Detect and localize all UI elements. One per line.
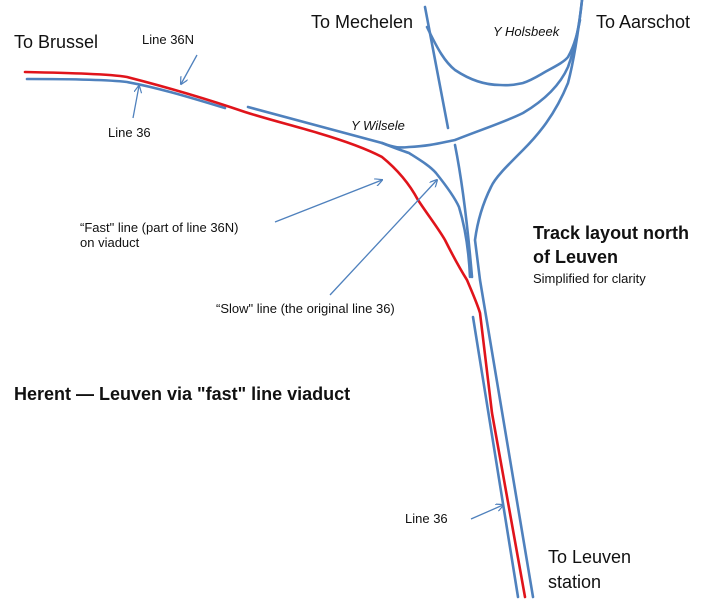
fast-line-text-2: on viaduct xyxy=(80,234,140,250)
line36-west-track xyxy=(25,77,227,110)
slow-line-track xyxy=(380,141,472,279)
label-fast-line: “Fast" line (part of line 36N) on viaduc… xyxy=(80,220,239,251)
line36n-arrow-icon xyxy=(181,54,198,84)
label-slow-line: “Slow" line (the original line 36) xyxy=(216,301,395,316)
label-to-aarschot: To Aarschot xyxy=(596,12,691,32)
label-to-brussel: To Brussel xyxy=(14,32,99,52)
info-heading-line2: of Leuven xyxy=(533,247,619,267)
info-subtitle: Simplified for clarity xyxy=(533,271,646,286)
info-heading: Track layout north of Leuven xyxy=(533,221,689,269)
aarschot-line-track xyxy=(473,0,584,599)
fast-route-highlight xyxy=(23,70,527,599)
label-y-holsbeek: Y Holsbeek xyxy=(493,24,560,39)
fast-line-text-1: “Fast" line (part of line 36N) xyxy=(80,220,239,235)
line36-south-track xyxy=(471,315,520,599)
label-y-wilsele: Y Wilsele xyxy=(351,118,405,133)
fast-line-arrow-icon xyxy=(274,180,382,223)
label-to-mechelen: To Mechelen xyxy=(311,12,414,32)
line36n-wilsele-track xyxy=(246,0,584,149)
info-heading-line1: Track layout north xyxy=(533,223,690,243)
leuven-text-1: To Leuven xyxy=(548,547,632,567)
leuven-text-2: station xyxy=(548,572,602,592)
label-line36n: Line 36N xyxy=(142,32,195,47)
holsbeek-curve-track xyxy=(425,18,582,87)
line36-bottom-arrow-icon xyxy=(470,505,503,520)
label-line36-bottom: Line 36 xyxy=(405,511,448,526)
label-line36-top: Line 36 xyxy=(108,125,151,140)
slow-line-arrow-icon xyxy=(329,180,437,296)
mechelen-line-track xyxy=(423,5,450,130)
line36-top-arrow-icon xyxy=(132,86,139,119)
label-to-leuven-station: To Leuven station xyxy=(548,545,631,595)
page-title: Herent — Leuven via "fast" line viaduct xyxy=(14,384,351,404)
mechelen-line-lower-track xyxy=(453,143,474,279)
